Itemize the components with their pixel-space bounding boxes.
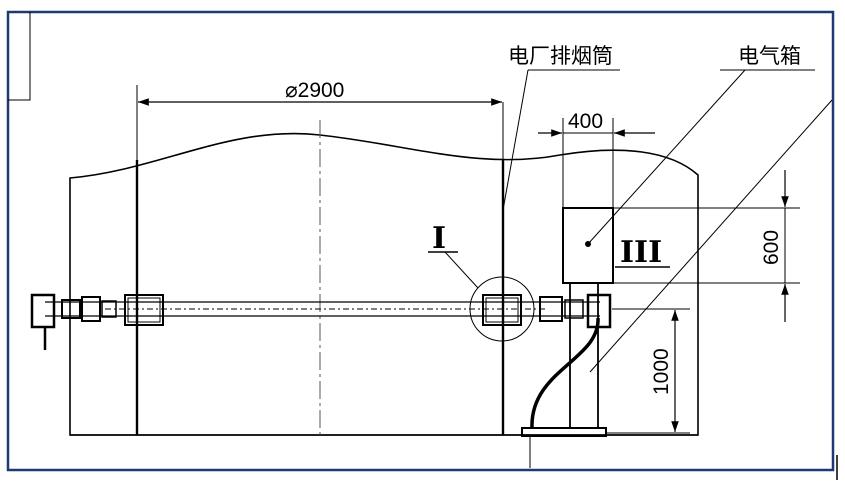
cable-leader xyxy=(589,99,833,373)
drawing-frame xyxy=(6,10,835,472)
box-width-label: 400 xyxy=(568,110,603,133)
box-height-label: 600 xyxy=(760,230,783,265)
electrical-box xyxy=(562,207,614,284)
detail-circle-I xyxy=(469,276,535,342)
detail-I-label: I xyxy=(432,221,446,256)
support-stand xyxy=(521,283,607,468)
probe-assembly xyxy=(30,293,612,350)
mount-height-label: 1000 xyxy=(650,348,673,395)
frame-notch xyxy=(8,12,31,101)
chimney-leader xyxy=(502,69,529,211)
diameter-label: ⌀2900 xyxy=(285,79,344,102)
electrical-box-label: 电气箱 xyxy=(738,44,801,68)
chimney-outline xyxy=(69,132,699,436)
cable xyxy=(530,317,600,429)
chimney-label: 电厂排烟筒 xyxy=(508,44,613,68)
electrical-box-leader xyxy=(587,69,746,245)
detail-I-leader xyxy=(444,251,479,289)
detail-III-label: III xyxy=(620,235,662,270)
